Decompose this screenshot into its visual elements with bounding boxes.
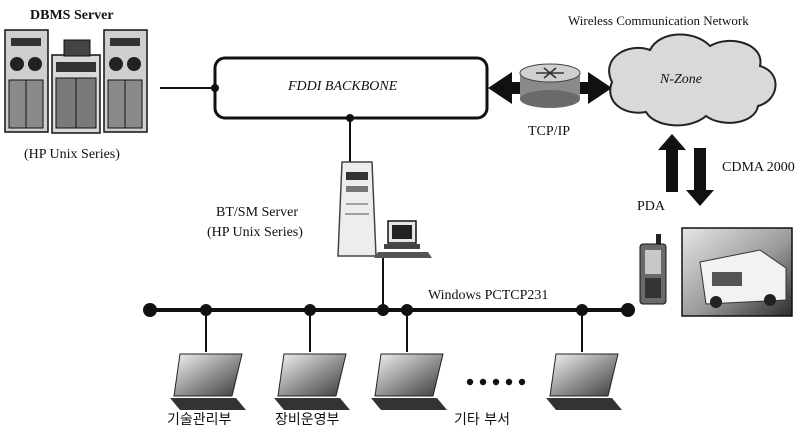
router-icon bbox=[519, 63, 581, 108]
dept-equipment-label: 장비운영부 bbox=[275, 412, 340, 428]
cdma-label: CDMA 2000 bbox=[722, 160, 795, 175]
pc-other-2-icon bbox=[546, 353, 622, 410]
nzone-label: N-Zone bbox=[660, 72, 702, 87]
double-arrow-icon bbox=[488, 72, 612, 104]
dbms-server-icon bbox=[4, 29, 148, 134]
btsm-server-icon bbox=[337, 161, 432, 258]
backbone-port-left bbox=[211, 84, 219, 92]
pda-device-icon bbox=[639, 234, 667, 305]
pda-label: PDA bbox=[637, 199, 666, 214]
ellipsis-dots-icon bbox=[466, 378, 526, 386]
lan-bus bbox=[143, 303, 635, 352]
cdma-arrows-icon bbox=[658, 134, 714, 206]
dbms-server-label: DBMS Server bbox=[30, 8, 114, 23]
nzone-cloud-icon bbox=[608, 33, 777, 127]
pc-equipment-icon bbox=[274, 353, 350, 410]
field-photo-image bbox=[681, 227, 793, 317]
wireless-network-label: Wireless Communication Network bbox=[568, 13, 749, 28]
backbone-label: FDDI BACKBONE bbox=[288, 79, 398, 94]
dept-tech-label: 기술관리부 bbox=[167, 412, 232, 428]
dept-other-label: 기타 부서 bbox=[454, 412, 510, 428]
lan-label: Windows PCTCP231 bbox=[428, 288, 549, 303]
tcpip-label: TCP/IP bbox=[528, 124, 571, 139]
btsm-os-label: (HP Unix Series) bbox=[207, 225, 303, 240]
dbms-os-label: (HP Unix Series) bbox=[24, 147, 120, 162]
btsm-server-label: BT/SM Server bbox=[216, 205, 299, 220]
pc-tech-icon bbox=[170, 353, 246, 410]
pc-other-1-icon bbox=[371, 353, 447, 410]
